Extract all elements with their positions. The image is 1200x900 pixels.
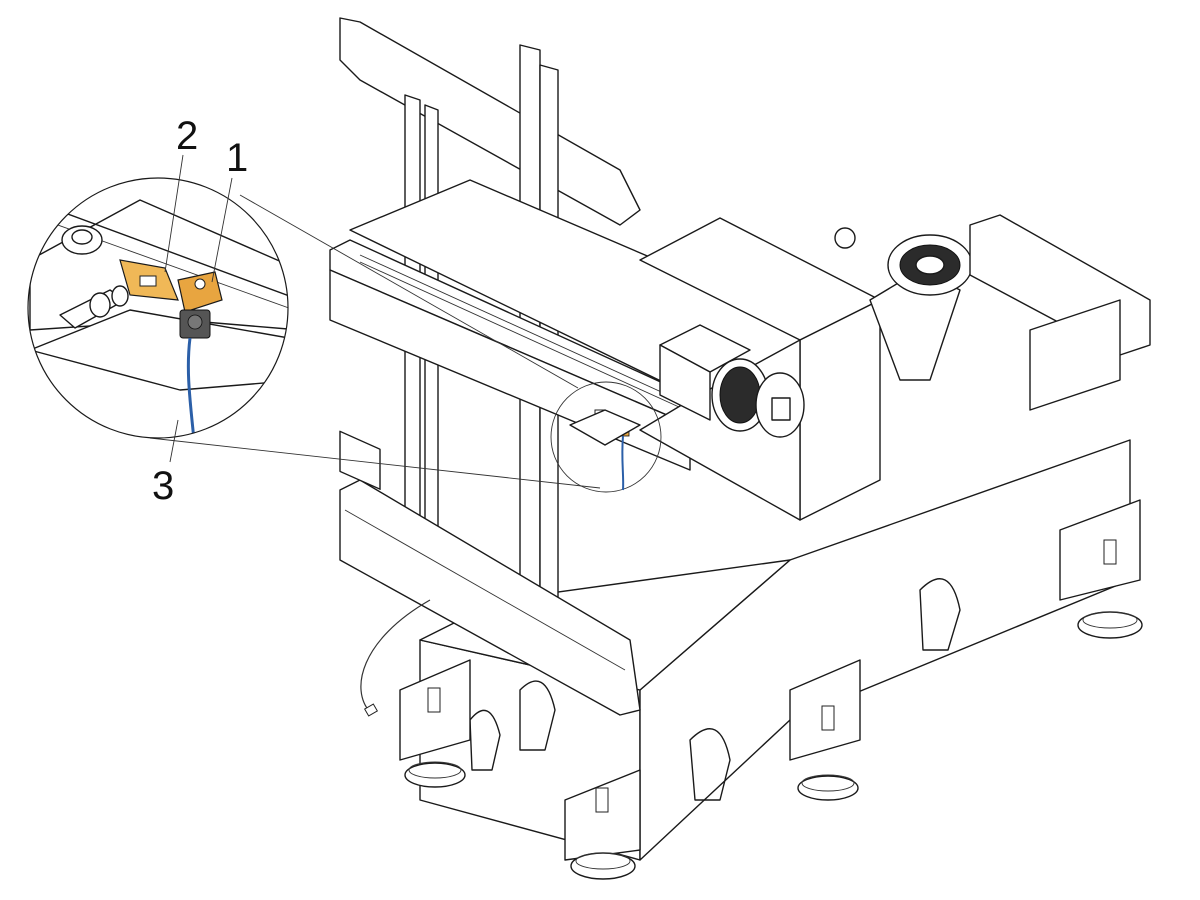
proximity-sensor-body-icon (177, 271, 223, 313)
servo-motor (659, 324, 805, 438)
leveling-foot-front-left (399, 659, 471, 788)
sensor-location-detail (550, 381, 662, 493)
rotary-table (834, 214, 1151, 411)
leveling-foot-rear-right (1059, 499, 1143, 639)
magnified-detail (27, 177, 289, 439)
callout-2: 2 (176, 114, 199, 158)
sensor-cable-detail-icon (186, 337, 196, 438)
leveling-feet (399, 499, 1143, 880)
callout-3: 3 (152, 464, 175, 508)
callout-leaders (164, 154, 233, 463)
callout-1: 1 (226, 136, 249, 180)
leveling-foot-front-right (789, 659, 861, 801)
machine-cable (360, 599, 431, 713)
sensor-cable-icon (621, 435, 625, 491)
leveling-foot-front-center (564, 769, 641, 880)
magnifier-leaders (149, 194, 601, 489)
